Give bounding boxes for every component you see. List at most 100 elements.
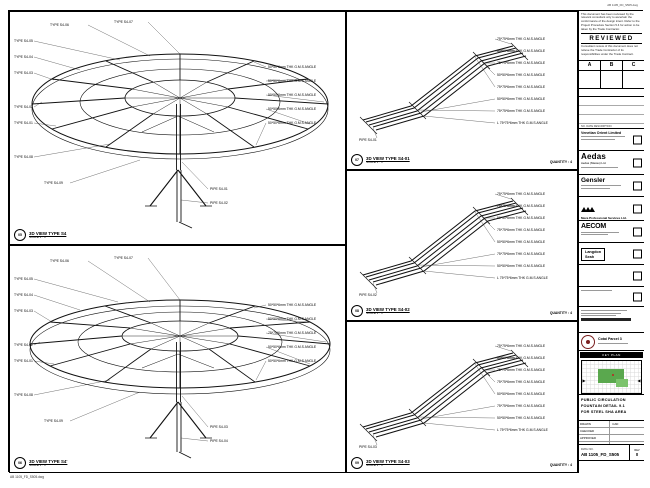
view-title-strip: 09 3D VIEW TYPE S4-03 SCALE 1 : 5 (351, 457, 410, 469)
leader-lines (33, 21, 325, 204)
review-disclaimer-box: This document has been reviewed by the r… (579, 11, 644, 61)
detail-bubble: 07 (351, 154, 363, 166)
drawing-title-line: FOUNTAIN DETAIL 9.1 (581, 403, 625, 408)
mountains-icon (581, 206, 595, 212)
annotation-label: 50*50*6mm THK G.M.S ANGLE (497, 416, 546, 420)
annotation-label: TYPE S4-07 (114, 20, 133, 24)
info-row: APPROVED (579, 435, 644, 442)
company-aedas: Aedas Aedas (Macau) Ltd. (579, 151, 644, 175)
east-arrow-icon: ◀ (637, 377, 641, 383)
annotation-label: L 75*75*6mm THK G.M.S ANGLE (497, 121, 549, 125)
drawing-number-label: DWG NO. (581, 446, 594, 451)
quantity-label: QUANTITY : 4 (549, 160, 572, 164)
annotation-label: 50*50*6mm THK G.M.S ANGLE (268, 303, 317, 307)
detail-bubble: 09 (351, 457, 363, 469)
drawing-title-box: PUBLIC CIRCULATION FOUNTAIN DETAIL 9.1 F… (579, 395, 644, 421)
info-label: CHECKED (579, 428, 611, 434)
annotation-label: TYPE S4-01 (14, 121, 33, 125)
file-path-footer: AB 1105_FD_S505.dwg (10, 475, 44, 479)
annotation-label: TYPE S4-09 (44, 181, 63, 185)
contractor-box (579, 307, 644, 333)
view-title-strip: 05 3D VIEW TYPE S4 SCALE 1 : 5 (14, 229, 66, 241)
view-panel-type-s4-03: 75*75*6mm THK G.M.S ANGLE 50*50*6mm THK … (346, 321, 578, 473)
annotation-label: TYPE S4-06 (50, 23, 69, 27)
signoff-box (632, 204, 642, 213)
leader-lines (372, 345, 519, 446)
annotation-label: 75*75*6mm THK G.M.S ANGLE (497, 61, 546, 65)
project-stamp-text: Cotai Parcel 3 (598, 337, 622, 342)
drawing-title-line: FOR STEEL SHA AREA (581, 409, 627, 414)
detail-bubble: 05 (14, 229, 26, 241)
aedas-logo: Aedas (581, 151, 607, 161)
view-scale: SCALE 1 : 5 (366, 310, 383, 315)
review-status-grid: A B C (579, 61, 644, 89)
disclaimer-text-top: This document has been reviewed by the r… (581, 11, 640, 31)
annotation-label: 75*75*6mm THK G.M.S ANGLE (497, 404, 546, 408)
langdon-line2: Seah (585, 254, 595, 259)
key-plan-box: KEY PLAN ▶ ◀ (579, 351, 644, 395)
view-title: 3D VIEW TYPE S4-03 (366, 458, 410, 464)
drawing-sheet: TYPE S4-06 TYPE S4-07 TYPE S4-05 TYPE S4… (8, 10, 644, 473)
annotation-label: PIPE S4-04 (210, 439, 228, 443)
annotation-label: 50*50*6mm THK G.M.S ANGLE (268, 359, 317, 363)
project-stamp-row: Cotai Parcel 3 (579, 333, 644, 351)
date-row: Date : (579, 89, 644, 97)
detail-bubble: 08 (351, 305, 363, 317)
annotation-label: 75*75*6mm THK G.M.S ANGLE (497, 204, 546, 208)
isometric-structure-drawing: TYPE S4-06 TYPE S4-07 TYPE S4-05 TYPE S4… (14, 256, 331, 459)
revision-value: 0 (635, 451, 639, 457)
signoff-box (632, 227, 642, 236)
annotation-label: L 75*75*6mm THK G.M.S ANGLE (497, 276, 549, 280)
view-panel-type-s4-01: 75*75*6mm THK G.M.S ANGLE 50*50*6mm THK … (346, 11, 578, 170)
stamp-box-1 (579, 265, 644, 287)
company-owner: Venetian Orient Limited (579, 129, 644, 151)
langdon-line1: Langdon (585, 250, 602, 255)
pipe-assembly-drawing: 75*75*6mm THK G.M.S ANGLE 50*50*6mm THK … (359, 37, 549, 142)
company-meza: Meza Professional Services Ltd. (579, 197, 644, 221)
annotation-label: 50*50*6mm THK G.M.S ANGLE (268, 79, 317, 83)
status-column-b: B (601, 61, 623, 88)
signoff-box (632, 249, 642, 258)
view-title-strip: 08 3D VIEW TYPE S4-02 SCALE 1 : 5 (351, 305, 410, 317)
drawing-info-table: DRAWN CAD CHECKED APPROVED DATE (579, 421, 644, 445)
aecom-logo: AECOM (581, 222, 607, 230)
annotation-label: 75*75*6mm THK G.M.S ANGLE (497, 85, 546, 89)
gensler-logo: Gensler (581, 176, 606, 184)
meza-name: Meza Professional Services Ltd. (581, 215, 627, 220)
barcode-strip (581, 318, 632, 321)
annotation-label: 75*75*6mm THK G.M.S ANGLE (497, 228, 546, 232)
annotation-label: TYPE S4-03 (14, 71, 33, 75)
annotation-label: 50*50*6mm THK G.M.S ANGLE (268, 107, 317, 111)
location-marker (612, 373, 614, 376)
annotation-label: TYPE S4-08 (14, 155, 33, 159)
isometric-structure-drawing: TYPE S4-06 TYPE S4-07 TYPE S4-05 TYPE S4… (14, 20, 329, 229)
info-value: CAD (612, 422, 619, 426)
revision-row (579, 97, 644, 106)
status-letter: C (623, 61, 644, 71)
annotation-label: 75*75*6mm THK G.M.S ANGLE (497, 380, 546, 384)
stamp-box-2 (579, 287, 644, 307)
leader-lines (33, 257, 327, 442)
drawing-number: AB 1105_FD_S505 (581, 451, 620, 457)
annotation-label: TYPE S4-04 (14, 293, 33, 297)
annotation-label: 50*50*6mm THK G.M.S ANGLE (268, 121, 317, 125)
view-panel-type-s4-02: 75*75*6mm THK G.M.S ANGLE 75*75*6mm THK … (346, 170, 578, 321)
annotation-label: 50*50*6mm THK G.M.S ANGLE (497, 216, 546, 220)
key-plan-header: KEY PLAN (580, 352, 643, 358)
owner-name: Venetian Orient Limited (581, 130, 622, 135)
disclaimer-text-bottom: Consultant review of this document does … (581, 44, 638, 56)
title-block: This document has been reviewed by the r… (578, 11, 644, 473)
quantity-label: QUANTITY : 4 (549, 463, 572, 467)
annotation-label: 50*50*6mm THK G.M.S ANGLE (497, 392, 546, 396)
info-row: CHECKED (579, 428, 644, 435)
view-panel-3d-type-s4-alt: TYPE S4-06 TYPE S4-07 TYPE S4-05 TYPE S4… (9, 245, 346, 473)
revision-table: NO. DATE DESCRIPTION (579, 97, 644, 129)
annotation-label: TYPE S4-08 (14, 393, 33, 397)
annotation-label: 50*50*6mm THK G.M.S ANGLE (497, 97, 546, 101)
annotation-label: TYPE S4-05 (14, 277, 33, 281)
annotation-label: TYPE S4-06 (50, 259, 69, 263)
signoff-box (632, 135, 642, 144)
annotation-label: 75*75*6mm THK G.M.S ANGLE (268, 331, 317, 335)
project-seal-icon (581, 334, 595, 349)
